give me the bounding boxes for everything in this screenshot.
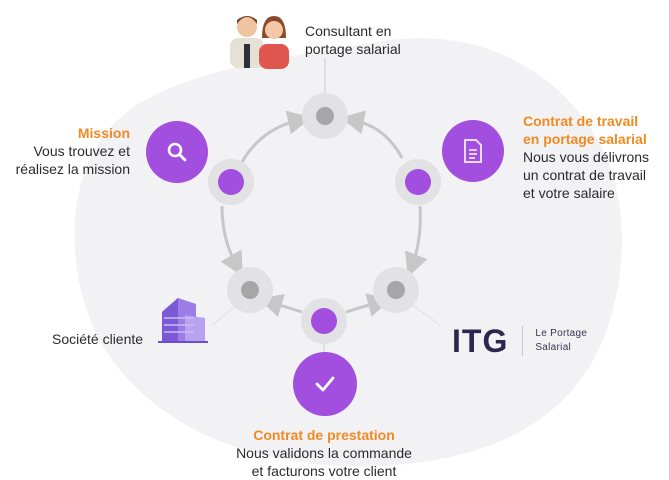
arc-mission-to-left: [220, 205, 243, 277]
consultant-line1: Consultant en: [305, 23, 392, 39]
itg-brand: ITG Le Portage Salarial: [452, 325, 587, 357]
node-mission: [208, 159, 254, 205]
contrat-travail-title2: en portage salarial: [523, 131, 647, 147]
mission-title: Mission: [77, 125, 130, 141]
prestation-block: Contrat de prestation Nous validons la c…: [190, 426, 458, 480]
societe-cliente-label: Société cliente: [52, 331, 144, 347]
prestation-desc1: Nous validons la commande: [236, 445, 412, 461]
brand-sub2: Salarial: [535, 342, 572, 353]
node-left: [227, 267, 273, 313]
arc-travail-to-top: [340, 110, 404, 159]
node-top: [302, 93, 348, 139]
contrat-travail-desc2: un contrat de travail: [523, 167, 646, 183]
node-travail: [395, 159, 441, 205]
arc-prestation-to-left: [258, 294, 303, 317]
arc-travail-to-right: [405, 205, 428, 278]
contrat-travail-desc3: et votre salaire: [523, 185, 615, 201]
arc-mission-to-top: [240, 110, 312, 163]
mission-desc1: Vous trouvez et: [33, 143, 130, 159]
node-right: [373, 267, 419, 313]
people-icon: [230, 16, 289, 69]
brand-sub1: Le Portage: [535, 328, 588, 339]
brand-subtitle: Le Portage Salarial: [535, 327, 587, 355]
prestation-desc2: et facturons votre client: [251, 463, 397, 479]
check-icon: [293, 352, 357, 416]
building-icon: [158, 298, 208, 343]
itg-logo: ITG: [452, 323, 509, 359]
prestation-title: Contrat de prestation: [253, 427, 395, 443]
search-icon: [146, 121, 208, 183]
contrat-travail-title1: Contrat de travail: [523, 113, 639, 129]
node-prestation: [301, 298, 347, 344]
brand-divider: [522, 326, 524, 356]
mission-block: Mission Vous trouvez et réalisez la miss…: [0, 124, 130, 178]
consultant-line2: portage salarial: [305, 41, 401, 57]
document-icon: [442, 120, 504, 182]
consultant-label: Consultant en portage salarial: [305, 22, 401, 58]
contrat-travail-desc1: Nous vous délivrons: [523, 149, 650, 165]
contrat-travail-block: Contrat de travail en portage salarial N…: [523, 112, 649, 202]
mission-desc2: réalisez la mission: [15, 161, 130, 177]
